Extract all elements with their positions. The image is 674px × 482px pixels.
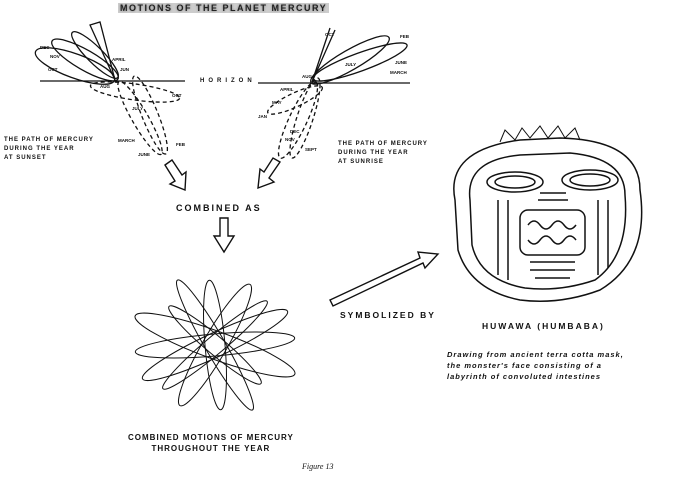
arrow-icons [164,157,440,307]
month-label: OCT [48,67,58,72]
caption-line: COMBINED MOTIONS OF MERCURY [128,433,294,442]
month-label: FEB [176,142,185,147]
month-label: DEC [290,129,300,134]
month-label: OCT [325,32,335,37]
horizon-label: HORIZON [200,78,256,84]
month-label: NOV [285,137,295,142]
month-label: MARCH [390,70,407,75]
month-label: JUNE [395,60,408,65]
caption-line: AT SUNSET [4,155,47,161]
month-label: AUG [100,84,110,89]
sunset-caption: THE PATH OF MERCURY DURING THE YEAR AT S… [4,136,94,163]
month-label: JULY [132,106,144,111]
down-right-arrow-icon [164,159,187,192]
combined-motions-drawing [134,279,296,411]
month-label: JULY [345,62,357,67]
symbolized-by-label: SYMBOLIZED BY [340,310,436,320]
huwawa-mask-drawing [453,125,643,302]
mask-title: HUWAWA (HUMBABA) [482,321,605,331]
caption-line: AT SUNRISE [338,159,384,165]
figure-caption: Figure 13 [302,462,334,471]
diagram-title: MOTIONS OF THE PLANET MERCURY [118,3,330,13]
combined-as-label: COMBINED AS [176,203,262,213]
desc-line: labyrinth of convoluted intestines [447,372,602,381]
caption-line: DURING THE YEAR [4,146,75,152]
caption-line: THE PATH OF MERCURY [338,141,428,147]
month-label: OCT [172,93,182,98]
sunrise-path [267,27,408,159]
month-label: AUG [302,74,312,79]
month-label: JUN [120,67,130,72]
month-label: MARCH [118,138,135,143]
month-label: FEB [400,34,409,39]
caption-line: THROUGHOUT THE YEAR [151,444,271,453]
up-right-arrow-icon [329,251,440,307]
sunrise-caption: THE PATH OF MERCURY DURING THE YEAR AT S… [338,140,428,167]
month-label: MAY [272,100,282,105]
caption-line: THE PATH OF MERCURY [4,137,94,143]
down-arrow-icon [212,217,236,254]
month-label: DEC [40,45,50,50]
month-label: NOV [50,54,60,59]
caption-line: DURING THE YEAR [338,150,409,156]
month-label: APRIL [280,87,294,92]
month-label: JUNE [138,152,151,157]
month-label: SEPT [305,147,317,152]
combined-caption: COMBINED MOTIONS OF MERCURY THROUGHOUT T… [128,432,294,454]
sunset-path [34,21,181,156]
desc-line: Drawing from ancient terra cotta mask, [447,350,624,359]
mask-description: Drawing from ancient terra cotta mask, t… [447,349,624,382]
month-label: JAN [258,114,268,119]
down-left-arrow-icon [257,157,282,190]
desc-line: the monster's face consisting of a [447,361,602,370]
month-label: APRIL [112,57,126,62]
